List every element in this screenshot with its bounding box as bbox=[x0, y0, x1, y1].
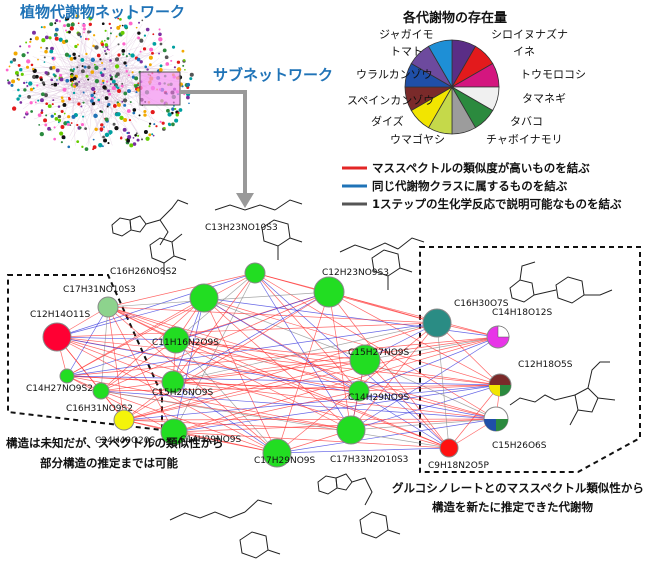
legend-text: 同じ代謝物クラスに属するものを結ぶ bbox=[372, 179, 568, 193]
network-title: 植物代謝物ネットワーク bbox=[20, 3, 185, 21]
subnetwork-nodes: C16H26NO9S2 C13H23NO10S3C12H23NO9S3C11H16… bbox=[26, 223, 573, 471]
pie-label: ダイズ bbox=[371, 114, 404, 128]
legend-text: 1ステップの生化学反応で説明可能なものを結ぶ bbox=[372, 197, 622, 211]
node-formula: C14H18O12S bbox=[492, 308, 552, 318]
metabolite-node[interactable] bbox=[349, 344, 381, 376]
pie-label: トマト bbox=[390, 45, 423, 58]
pie-label: イネ bbox=[513, 45, 535, 58]
node-formula: C14H29NO9S bbox=[348, 393, 409, 403]
metabolite-node[interactable] bbox=[160, 418, 188, 446]
metabolite-node[interactable] bbox=[59, 368, 75, 384]
metabolite-node[interactable] bbox=[161, 370, 185, 394]
left-group-outline bbox=[7, 274, 163, 432]
pie-title: 各代謝物の存在量 bbox=[402, 10, 507, 26]
metabolite-node[interactable] bbox=[189, 283, 219, 313]
pie-chart bbox=[404, 39, 500, 135]
pie-label: ジャガイモ bbox=[379, 28, 433, 41]
node-formula: C12H14O11S bbox=[30, 310, 90, 320]
pie-label: タバコ bbox=[510, 115, 543, 128]
node-formula: C16H30O7S bbox=[454, 299, 509, 309]
node-formula: C16H26NO9S2 bbox=[110, 267, 177, 277]
right-note-line1: グルコシノレートとのマススペクトル類似性から bbox=[392, 481, 644, 495]
node-formula: C9H18N2O5P bbox=[428, 461, 489, 471]
node-formula: C11H16N2O9S bbox=[152, 338, 219, 348]
chemical-structures bbox=[111, 199, 616, 559]
node-formula: C16H31NO9S2 bbox=[66, 404, 133, 414]
node-formula: C17H29NO9S bbox=[254, 456, 315, 466]
metabolite-node[interactable] bbox=[422, 308, 452, 338]
right-group-outline bbox=[419, 246, 641, 473]
metabolite-node[interactable] bbox=[336, 415, 366, 445]
node-formula: C14H29NO9S bbox=[180, 435, 241, 445]
metabolite-node[interactable] bbox=[244, 262, 266, 284]
subnetwork-arrowhead bbox=[236, 193, 254, 208]
metabolite-node[interactable] bbox=[92, 382, 110, 400]
node-formula: C15H26O6S bbox=[492, 441, 547, 451]
subnetwork-arrow bbox=[180, 90, 247, 195]
pie-label: ウマゴヤシ bbox=[390, 132, 445, 146]
subnetwork-title: サブネットワーク bbox=[213, 66, 333, 84]
node-formula: C15H27NO9S bbox=[348, 348, 409, 358]
legend-text: マススペクトルの類似度が高いものを結ぶ bbox=[372, 161, 590, 175]
pie-label: チャボイナモリ bbox=[486, 133, 563, 146]
metabolite-node[interactable] bbox=[262, 438, 292, 468]
metabolite-node[interactable] bbox=[42, 322, 72, 352]
metabolite-node[interactable] bbox=[162, 326, 190, 354]
metabolite-node[interactable] bbox=[97, 296, 119, 318]
pie-label: トウモロコシ bbox=[520, 68, 586, 81]
metabolite-node[interactable] bbox=[313, 276, 345, 308]
node-formula: C24H40O20S bbox=[95, 436, 155, 446]
pie-label: シロイヌナズナ bbox=[491, 27, 568, 41]
node-formula: C12H18O5S bbox=[518, 360, 573, 370]
node-formula: C17H31NO10S3 bbox=[63, 285, 136, 295]
node-formula: C17H33N2O10S3 bbox=[330, 455, 408, 465]
left-note-line1: 構造は未知だが、スペクトルの類似性から bbox=[6, 436, 223, 450]
pie-label: ウラルカンゾウ bbox=[356, 68, 433, 81]
left-note-line2: 部分構造の推定までは可能 bbox=[40, 456, 178, 470]
pie-label: スペインカンゾウ bbox=[347, 94, 434, 107]
metabolite-node[interactable] bbox=[348, 380, 370, 402]
node-formula: C13H23NO10S3 bbox=[205, 223, 278, 233]
pie-slice bbox=[427, 39, 453, 89]
node-formula: C14H27NO9S2 bbox=[26, 384, 93, 394]
metabolite-node[interactable] bbox=[439, 438, 459, 458]
right-note-line2: 構造を新たに推定できた代謝物 bbox=[432, 500, 593, 514]
metabolite-node[interactable] bbox=[113, 409, 135, 431]
subnetwork-highlight bbox=[139, 71, 181, 106]
node-formula: C12H23NO9S3 bbox=[322, 268, 389, 278]
pie-label: タマネギ bbox=[522, 92, 566, 105]
node-formula: C15H26NO9S bbox=[152, 388, 213, 398]
